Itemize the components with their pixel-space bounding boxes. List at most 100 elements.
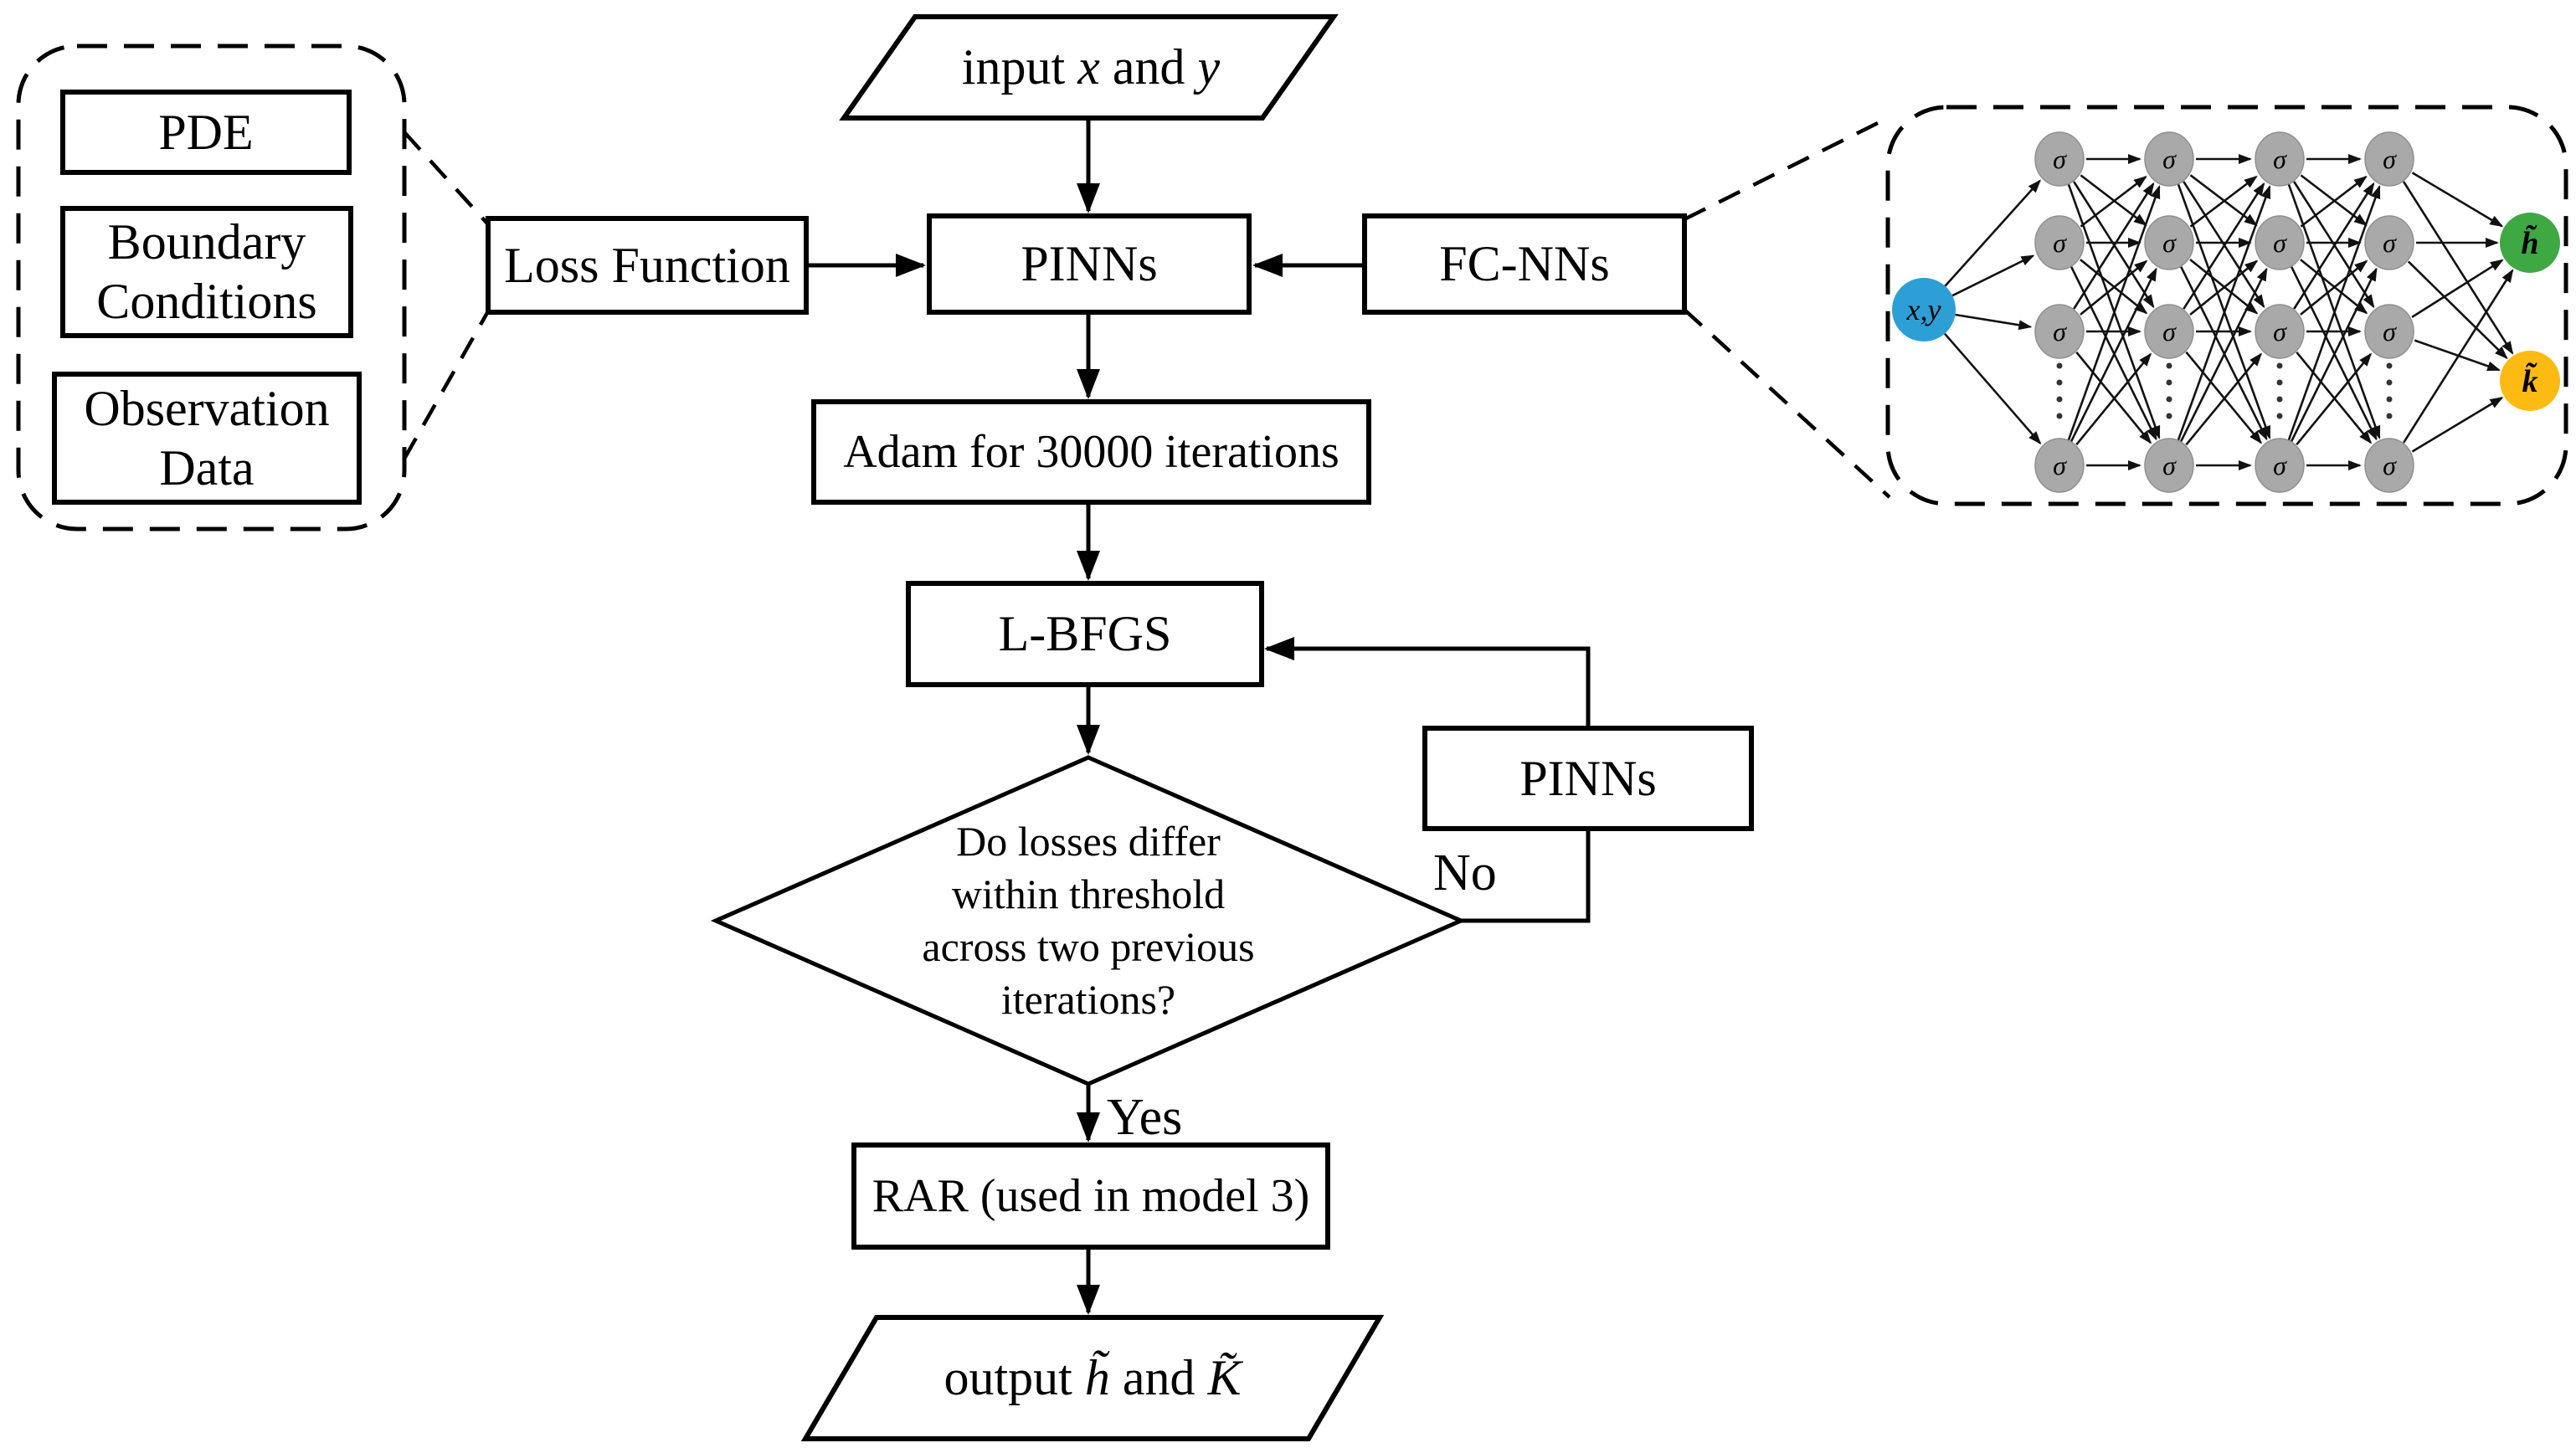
nn-edge [2070, 267, 2157, 442]
inputs-group-container [16, 44, 407, 531]
nn-neuron-label: σ [2273, 450, 2287, 480]
nn-ellipsis-dot [2386, 396, 2393, 403]
nn-edge [2293, 181, 2375, 309]
output-parallelogram [800, 1315, 1385, 1441]
yes-label: Yes [1107, 1088, 1183, 1146]
nn-ellipsis-dot [2166, 379, 2172, 386]
nn-ellipsis-dot [2166, 362, 2172, 369]
nn-ellipsis-dot [2166, 396, 2172, 403]
nn-ellipsis-dot [2276, 413, 2283, 419]
nn-neuron-label: σ [2383, 316, 2397, 347]
nn-ellipsis-dot [2276, 396, 2283, 403]
nn-hidden-node [2144, 131, 2194, 187]
nn-edge [2287, 185, 2381, 441]
nn-input-node [1892, 278, 1956, 341]
nn-edge [2300, 259, 2368, 316]
nn-ellipsis-dot [2056, 362, 2063, 369]
nn-edge [2411, 172, 2504, 228]
nn-edge [2080, 259, 2148, 316]
nn-edge [2411, 259, 2504, 318]
nn-edge [2293, 182, 2375, 310]
nn-hidden-node [2034, 304, 2085, 359]
nn-edge [1944, 179, 2041, 287]
callout-line-right-bottom [1683, 308, 1891, 499]
nn-ellipsis-dot [2276, 362, 2283, 369]
nn-neuron-label: σ [2162, 450, 2177, 480]
nn-neuron-label: σ [2383, 228, 2397, 258]
nn-ellipsis-dot [2386, 413, 2393, 419]
nn-edge [2189, 258, 2259, 315]
loop-line-pinns-to-lbfgs [1264, 637, 1591, 726]
nn-edge [2080, 175, 2147, 228]
nn-edge [2185, 351, 2262, 444]
nn-edge [2067, 185, 2161, 441]
nn-edge [2073, 181, 2155, 309]
rar-box [851, 1142, 1330, 1250]
nn-edge [2403, 269, 2514, 444]
pinns-box [927, 213, 1252, 315]
nn-edge [2073, 182, 2155, 310]
pde-box [60, 90, 352, 175]
nn-edge [2300, 174, 2368, 227]
nn-hidden-node [2364, 304, 2414, 359]
nn-hidden-node [2255, 304, 2305, 359]
nn-edge [1944, 332, 2042, 445]
nn-neuron-label: σ [2162, 144, 2177, 174]
nn-neuron-label: σ [2162, 316, 2177, 347]
nn-edge [2189, 175, 2258, 228]
nn-neuron-label: σ [2053, 144, 2067, 174]
nn-hidden-node [2255, 215, 2305, 270]
nn-output-node-h [2500, 213, 2560, 273]
nn-hidden-node [2034, 215, 2085, 270]
loop-line-decision-to-pinns [1461, 831, 1591, 923]
lbfgs-box [906, 581, 1264, 687]
nn-edge [2075, 351, 2152, 444]
input-parallelogram [839, 14, 1339, 121]
nn-ellipsis-dot [2056, 396, 2063, 403]
nn-edge [2185, 352, 2262, 446]
nn-input-label: x,y [1906, 293, 1941, 326]
nn-hidden-node [2364, 215, 2414, 270]
nn-edge [2080, 174, 2147, 227]
nn-ellipsis-dot [2386, 362, 2393, 369]
nn-neuron-label: σ [2273, 228, 2287, 258]
nn-ellipsis-dot [2166, 413, 2172, 419]
nn-hidden-node [2364, 131, 2414, 187]
nn-output-node-k [2500, 351, 2560, 411]
nn-edge [1955, 313, 2033, 331]
nn-neuron-label: σ [2053, 450, 2067, 480]
nn-edge [2296, 352, 2373, 446]
decision-diamond [710, 755, 1467, 1086]
nn-neuron-label: σ [2053, 316, 2067, 347]
nn-neuron-label: σ [2273, 316, 2287, 347]
nn-edge [2189, 259, 2259, 316]
no-label: No [1433, 844, 1497, 901]
nn-hidden-node [2255, 131, 2305, 187]
nn-edge [2080, 259, 2148, 315]
nn-edge [2189, 174, 2258, 227]
loss-function-box [486, 216, 809, 315]
nn-edge [2296, 351, 2373, 444]
nn-edge [2411, 396, 2504, 453]
nn-hidden-node [2144, 438, 2194, 493]
nn-neuron-label: σ [2383, 144, 2397, 174]
nn-neuron-label: σ [2053, 228, 2067, 258]
nn-edge [2183, 182, 2265, 310]
callout-line-left-bottom [403, 310, 490, 460]
nn-hidden-node [2364, 438, 2414, 493]
nn-edge [2075, 352, 2152, 446]
nn-edge [2414, 339, 2501, 372]
nn-hidden-node [2144, 215, 2194, 270]
nn-edge [2300, 259, 2368, 315]
nn-hidden-node [2144, 304, 2194, 359]
nn-edge [2290, 267, 2378, 442]
nn-output-label-h: h̃ [2521, 225, 2538, 261]
nn-hidden-node [2034, 131, 2085, 187]
callout-line-right-top [1683, 115, 1891, 222]
boundary-conditions-box [60, 206, 353, 338]
observation-data-box [52, 372, 362, 505]
nn-edge [2183, 181, 2265, 309]
adam-box [811, 399, 1371, 505]
